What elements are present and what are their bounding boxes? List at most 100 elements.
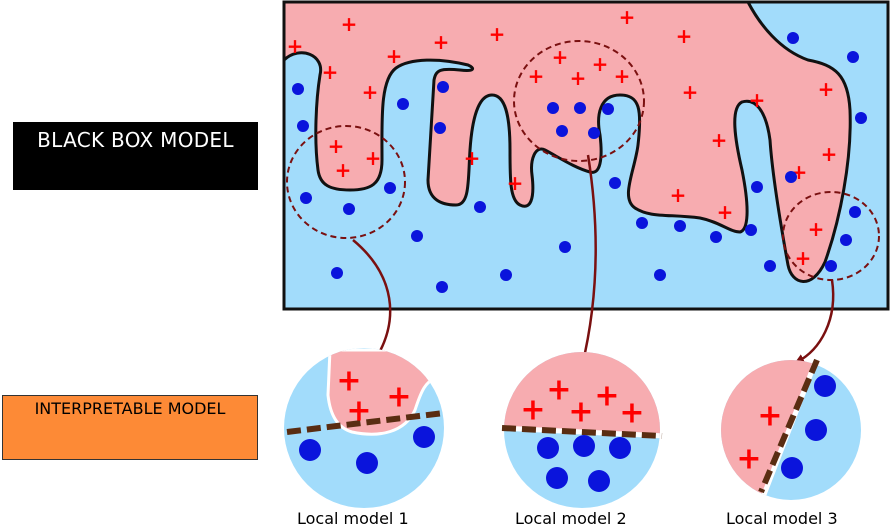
local-model-positive-markers: ++++++++++	[336, 364, 782, 477]
plus-marker: +	[795, 246, 812, 270]
plus-marker: +	[592, 52, 609, 76]
plus-marker: +	[594, 379, 619, 414]
dot-marker	[356, 452, 378, 474]
black-box-decision-map	[282, 0, 890, 311]
arrow-to-local-model-1	[352, 239, 392, 363]
dot-marker	[331, 267, 343, 279]
plus-marker: +	[328, 134, 345, 158]
plus-marker: +	[365, 146, 382, 170]
dot-marker	[292, 83, 304, 95]
zoom-arrows	[352, 154, 835, 369]
dot-marker	[413, 426, 435, 448]
plus-marker: +	[386, 380, 411, 415]
arrow-to-local-model-3	[794, 279, 835, 364]
arrow-to-local-model-2	[578, 154, 597, 369]
dot-marker	[588, 127, 600, 139]
plus-marker: +	[520, 393, 545, 428]
local-model-2-view	[501, 352, 663, 508]
plus-marker: +	[619, 5, 636, 29]
black-box-negative-markers	[292, 32, 867, 293]
dot-marker	[437, 81, 449, 93]
dot-marker	[654, 269, 666, 281]
local-model-3-caption: Local model 3	[726, 509, 838, 528]
plus-marker: +	[341, 12, 358, 36]
dot-marker	[573, 435, 595, 457]
plus-marker: +	[821, 142, 838, 166]
dot-marker	[588, 470, 610, 492]
plus-marker: +	[433, 30, 450, 54]
dot-marker	[436, 281, 448, 293]
plus-marker: +	[464, 146, 481, 170]
dot-marker	[609, 177, 621, 189]
dot-marker	[781, 457, 803, 479]
dot-marker	[674, 220, 686, 232]
local-model-1-view	[284, 348, 445, 508]
plus-marker: +	[528, 64, 545, 88]
zoom-circle-3	[782, 191, 880, 281]
interpretable-model-label: INTERPRETABLE MODEL	[2, 395, 258, 460]
dot-marker	[574, 102, 586, 114]
plus-marker: +	[711, 128, 728, 152]
plus-marker: +	[818, 77, 835, 101]
dot-marker	[397, 98, 409, 110]
plus-marker: +	[682, 80, 699, 104]
dot-marker	[814, 375, 836, 397]
plus-marker: +	[717, 200, 734, 224]
dot-marker	[710, 231, 722, 243]
dot-marker	[855, 112, 867, 124]
black-box-positive-markers: +++++++++++++++++++++++++++++	[287, 5, 838, 270]
zoom-circle-1	[286, 125, 406, 239]
plus-marker: +	[570, 66, 587, 90]
zoom-circles	[286, 40, 880, 281]
zoom-circle-2	[513, 40, 645, 162]
black-box-frame	[282, 0, 890, 311]
local-model-3-decision-line	[758, 358, 820, 494]
plus-marker: +	[362, 80, 379, 104]
plus-marker: +	[336, 364, 361, 399]
dot-marker	[636, 217, 648, 229]
plus-marker: +	[619, 396, 644, 431]
dot-marker	[546, 467, 568, 489]
dot-marker	[847, 51, 859, 63]
dot-marker	[609, 437, 631, 459]
dot-marker	[297, 120, 309, 132]
local-model-2-decision-line	[501, 425, 663, 439]
local-model-negative-markers	[299, 375, 836, 492]
dot-marker	[556, 125, 568, 137]
plus-marker: +	[322, 60, 339, 84]
plus-marker: +	[568, 395, 593, 430]
positive-region	[282, 0, 852, 283]
plus-marker: +	[676, 24, 693, 48]
dot-marker	[849, 206, 861, 218]
dot-marker	[559, 241, 571, 253]
dot-marker	[785, 171, 797, 183]
plus-marker: +	[335, 158, 352, 182]
dot-marker	[299, 439, 321, 461]
dot-marker	[825, 260, 837, 272]
plus-marker: +	[507, 171, 524, 195]
dot-marker	[751, 181, 763, 193]
plus-marker: +	[287, 34, 304, 58]
local-model-3-view	[721, 358, 861, 500]
dot-marker	[805, 419, 827, 441]
local-model-1-caption: Local model 1	[297, 509, 409, 528]
plus-marker: +	[489, 22, 506, 46]
plus-marker: +	[346, 394, 371, 429]
local-model-2-caption: Local model 2	[515, 509, 627, 528]
dot-marker	[411, 230, 423, 242]
dot-marker	[764, 260, 776, 272]
dot-marker	[745, 224, 757, 236]
dot-marker	[434, 122, 446, 134]
plus-marker: +	[670, 183, 687, 207]
black-box-model-text: BLACK BOX MODEL	[37, 128, 234, 152]
dot-marker	[343, 203, 355, 215]
plus-marker: +	[386, 44, 403, 68]
interpretable-model-text: INTERPRETABLE MODEL	[34, 399, 226, 418]
plus-marker: +	[546, 373, 571, 408]
plus-marker: +	[757, 399, 782, 434]
dot-marker	[787, 32, 799, 44]
plus-marker: +	[808, 217, 825, 241]
dot-marker	[384, 182, 396, 194]
plus-marker: +	[736, 442, 761, 477]
